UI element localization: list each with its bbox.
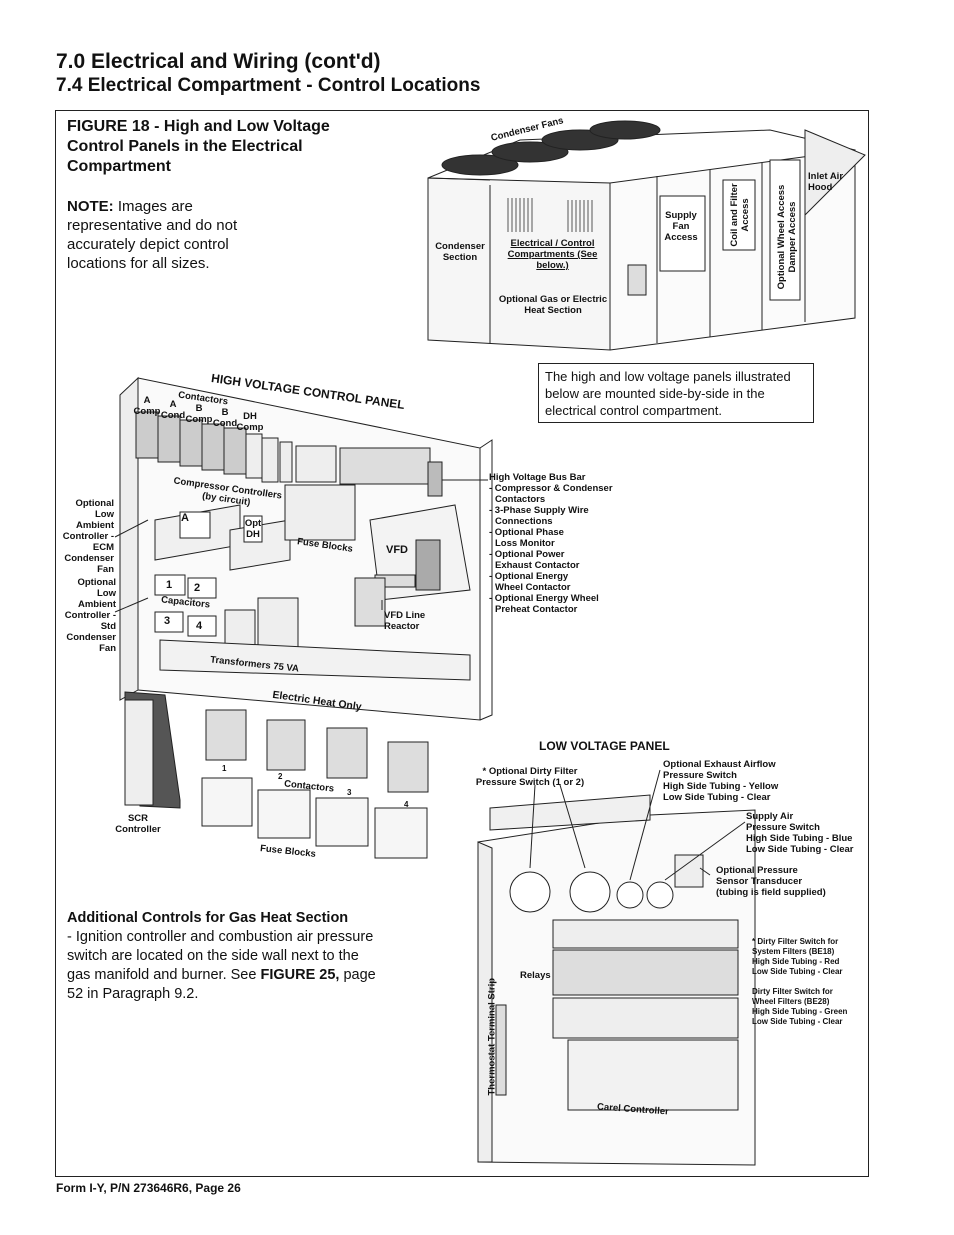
additional-title: Additional Controls for Gas Heat Section (67, 910, 349, 926)
be18-line: System Filters (BE18) (752, 947, 835, 956)
bus-bar-line: - Optional Phase (489, 527, 564, 538)
label-cap-2: 2 (194, 582, 201, 594)
label-dirty-filter-switch: * Optional Dirty Filter Pressure Switch … (475, 766, 585, 788)
be28-line: High Side Tubing - Green (752, 1007, 848, 1016)
bus-bar-line: Preheat Contactor (495, 604, 578, 615)
lv-panel-title: LOW VOLTAGE PANEL (539, 739, 670, 753)
low-voltage-panel-drawing (477, 769, 756, 1166)
label-wheel-damper-access: Optional Wheel Access Damper Access (776, 184, 798, 290)
bus-bar-line: - Optional Energy Wheel (489, 593, 599, 604)
be18-line: Low Side Tubing - Clear (752, 967, 843, 976)
bus-bar-line: Wheel Contactor (495, 582, 571, 593)
additional-body-2: page 52 in Paragraph 9.2. (67, 967, 376, 1002)
label-a-comp: A Comp (133, 395, 161, 417)
label-supply-air: Supply Air Pressure Switch High Side Tub… (746, 811, 854, 855)
bus-bar-line: Loss Monitor (495, 538, 555, 549)
bus-bar-line: High Voltage Bus Bar (489, 472, 586, 483)
bus-bar-list: High Voltage Bus Bar - Compressor & Cond… (489, 472, 629, 615)
label-dh-comp: DH Comp (236, 411, 264, 433)
be28-line: Wheel Filters (BE28) (752, 997, 830, 1006)
label-eh-4: 4 (404, 800, 409, 809)
exhaust-airflow-line: Pressure Switch (663, 770, 737, 781)
high-voltage-panel-drawing (114, 376, 493, 721)
label-std-controller: Optional Low Ambient Controller - Std Co… (64, 577, 116, 654)
label-vfd: VFD (386, 544, 408, 556)
label-thermostat-strip: Thermostat Terminal Strip (486, 977, 498, 1096)
bus-bar-line: - Optional Energy (489, 571, 569, 582)
exhaust-airflow-line: Optional Exhaust Airflow (663, 759, 776, 770)
label-cap-1: 1 (166, 579, 173, 591)
bus-bar-line: - Optional Power (489, 549, 565, 560)
supply-air-line: Pressure Switch (746, 822, 820, 833)
rooftop-unit-drawing (427, 120, 866, 351)
label-transducer: Optional Pressure Sensor Transducer (tub… (716, 865, 826, 898)
additional-body-1: - Ignition controller and combustion air… (67, 929, 374, 983)
section-subtitle: 7.4 Electrical Compartment - Control Loc… (56, 75, 481, 96)
label-exhaust-airflow: Optional Exhaust Airflow Pressure Switch… (663, 759, 778, 803)
label-eh-2: 2 (278, 772, 283, 781)
exhaust-airflow-line: High Side Tubing - Yellow (663, 781, 779, 792)
label-vfd-line-reactor: VFD Line Reactor (384, 610, 426, 632)
exhaust-airflow-line: Low Side Tubing - Clear (663, 792, 771, 803)
label-cap-4: 4 (196, 620, 203, 632)
bus-bar-line: Contactors (495, 494, 546, 505)
additional-controls: Additional Controls for Gas Heat Section… (67, 909, 377, 1004)
label-controller-a: A (181, 512, 189, 524)
label-a-cond: A Cond (160, 399, 186, 421)
label-be28: Dirty Filter Switch for Wheel Filters (B… (752, 987, 847, 1027)
label-gas-electric-heat: Optional Gas or Electric Heat Section (498, 294, 608, 316)
be28-line: Low Side Tubing - Clear (752, 1017, 843, 1026)
label-cap-3: 3 (164, 615, 171, 627)
label-supply-fan-access: Supply Fan Access (664, 210, 698, 243)
label-b-cond: B Cond (212, 407, 238, 429)
supply-air-line: High Side Tubing - Blue (746, 833, 853, 844)
label-electrical-compartments: Electrical / Control Compartments (See b… (507, 238, 598, 271)
label-eh-3: 3 (347, 788, 352, 797)
label-scr-controller: SCR Controller (115, 813, 161, 835)
label-ecm-controller: Optional Low Ambient Controller - ECM Co… (62, 498, 114, 575)
label-b-comp: B Comp (185, 403, 213, 425)
label-be18: * Dirty Filter Switch for System Filters… (752, 937, 843, 977)
label-coil-filter-access: Coil and Filter Access (729, 183, 751, 247)
figure-25-reference: FIGURE 25, (260, 967, 340, 983)
page-footer: Form I-Y, P/N 273646R6, Page 26 (56, 1181, 241, 1195)
label-eh-1: 1 (222, 764, 227, 773)
transducer-line: Optional Pressure (716, 865, 798, 876)
note-label: NOTE: (67, 198, 114, 215)
label-opt-dh: Opt DH (244, 518, 262, 540)
transducer-line: Sensor Transducer (716, 876, 803, 887)
electric-heat-drawing (124, 691, 429, 859)
bus-bar-line: Exhaust Contactor (495, 560, 580, 571)
figure-note: NOTE: Images are representative and do n… (67, 197, 257, 273)
section-title: 7.0 Electrical and Wiring (cont'd) (56, 50, 381, 73)
be18-line: High Side Tubing - Red (752, 957, 840, 966)
label-condenser-section: Condenser Section (435, 241, 485, 263)
supply-air-line: Low Side Tubing - Clear (746, 844, 854, 855)
bus-bar-line: Connections (495, 516, 553, 527)
note-text: Images are representative and do not acc… (67, 198, 238, 272)
panel-callout: The high and low voltage panels illustra… (538, 363, 814, 423)
bus-bar-line: - Compressor & Condenser (489, 483, 613, 494)
be18-line: * Dirty Filter Switch for (752, 937, 839, 946)
supply-air-line: Supply Air (746, 811, 794, 822)
label-relays: Relays (520, 970, 551, 981)
label-inlet-air-hood: Inlet Air Hood (808, 171, 844, 193)
bus-bar-line: - 3-Phase Supply Wire (489, 505, 589, 516)
transducer-line: (tubing is field supplied) (716, 887, 826, 898)
figure-title: FIGURE 18 - High and Low Voltage Control… (67, 118, 330, 175)
be28-line: Dirty Filter Switch for (752, 987, 833, 996)
figure-frame (55, 110, 869, 1177)
